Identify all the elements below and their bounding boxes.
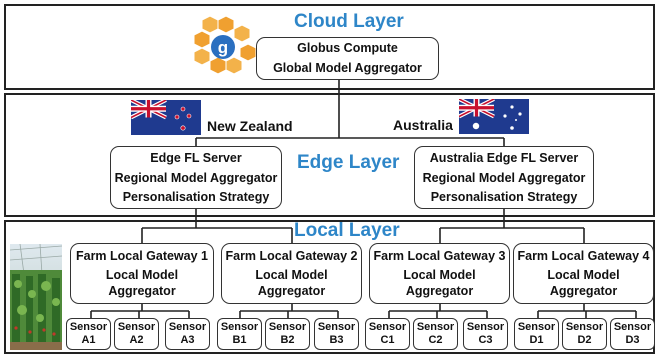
globus-compute-logo-icon: g bbox=[193, 15, 257, 75]
gateway-2-line3: Aggregator bbox=[257, 284, 326, 299]
global-aggregator-line2: Global Model Aggregator bbox=[273, 60, 422, 75]
greenhouse-photo bbox=[10, 244, 62, 350]
edge-layer-title: Edge Layer bbox=[297, 152, 400, 173]
gateway-1-line2: Local Model bbox=[105, 267, 179, 282]
gateway-3-line1: Farm Local Gateway 3 bbox=[373, 249, 506, 263]
gateway-1: Farm Local Gateway 1 Local Model Aggrega… bbox=[70, 243, 214, 304]
gateway-4-line3: Aggregator bbox=[549, 284, 618, 299]
gateway-2-line2: Local Model bbox=[255, 267, 328, 282]
gateway-4-line1: Farm Local Gateway 4 bbox=[517, 249, 650, 263]
gateway-2-line1: Farm Local Gateway 2 bbox=[225, 249, 358, 263]
country-new-zealand: New Zealand bbox=[207, 118, 293, 134]
gateway-1-line3: Aggregator bbox=[108, 284, 176, 299]
local-layer-title: Local Layer bbox=[294, 220, 400, 241]
edge-server-nz-line1: Edge FL Server bbox=[150, 151, 242, 165]
country-australia: Australia bbox=[393, 117, 453, 133]
edge-server-au-line3: Personalisation Strategy bbox=[430, 190, 578, 205]
gateway-4-line2: Local Model bbox=[547, 267, 620, 282]
global-aggregator-line1: Globus Compute bbox=[297, 41, 398, 55]
gateway-1-line1: Farm Local Gateway 1 bbox=[75, 249, 208, 263]
logo-letter: g bbox=[218, 38, 228, 57]
edge-server-nz-line3: Personalisation Strategy bbox=[122, 190, 270, 205]
nz-flag-icon bbox=[131, 100, 201, 135]
cloud-layer-title: Cloud Layer bbox=[294, 11, 404, 32]
global-aggregator-box: Globus Compute Global Model Aggregator bbox=[256, 37, 439, 80]
edge-server-au-line2: Regional Model Aggregator bbox=[422, 170, 586, 185]
gateway-3-line3: Aggregator bbox=[405, 284, 474, 299]
gateway-3: Farm Local Gateway 3 Local Model Aggrega… bbox=[369, 243, 510, 304]
edge-server-nz: Edge FL Server Regional Model Aggregator… bbox=[110, 146, 282, 209]
gateway-3-line2: Local Model bbox=[403, 267, 476, 282]
edge-server-nz-line2: Regional Model Aggregator bbox=[114, 170, 278, 185]
edge-server-au: Australia Edge FL Server Regional Model … bbox=[414, 146, 594, 209]
au-flag-icon bbox=[459, 99, 529, 134]
gateway-4: Farm Local Gateway 4 Local Model Aggrega… bbox=[513, 243, 654, 304]
gateway-2: Farm Local Gateway 2 Local Model Aggrega… bbox=[221, 243, 362, 304]
edge-server-au-line1: Australia Edge FL Server bbox=[429, 151, 579, 165]
